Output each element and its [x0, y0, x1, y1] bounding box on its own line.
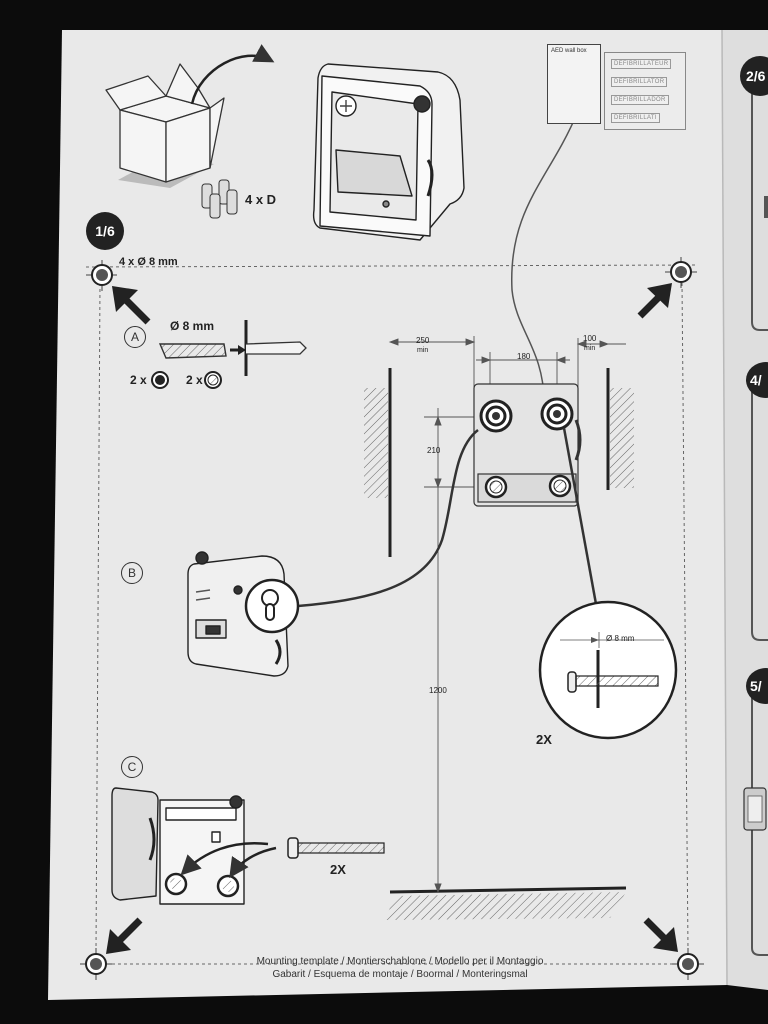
card-connector-line: [511, 117, 576, 403]
keyhole-detail-icon: [244, 578, 300, 634]
screw-c-icon: [287, 837, 385, 859]
label-4: DEFIBRILLATI: [611, 113, 660, 123]
arrow-br-icon: [643, 917, 678, 952]
arrow-bl-icon: [106, 917, 143, 954]
mount-hole-lower-right: [548, 474, 572, 498]
dim-right-clear: 100: [583, 334, 597, 343]
c-hole-left: [164, 872, 188, 896]
step-b-letter: B: [127, 566, 136, 580]
multilingual-labels: DEFIBRILLATEUR DEFIBRILLATOR DEFIBRILLAD…: [604, 52, 686, 130]
screw-detail-qty: 2X: [536, 732, 552, 747]
step-b-marker: B: [121, 562, 143, 584]
mount-hole-lower-left: [484, 475, 508, 499]
step-c-letter: C: [127, 760, 137, 774]
drill-bit-icon: [158, 320, 307, 376]
screw-arrow-right-icon: [229, 846, 277, 879]
aed-card-title: AED wall box: [551, 48, 587, 54]
corner-mark-br: [672, 948, 704, 980]
footer-line-2: Gabarit / Esquema de montaje / Boormal /…: [272, 969, 528, 980]
mount-hole-upper-left: [479, 399, 513, 433]
leader-to-keyhole: [297, 429, 479, 608]
plug-icon: [151, 371, 169, 389]
mount-hole-upper-right: [540, 397, 574, 431]
step-badge-4: 4/: [746, 362, 768, 398]
panel-mark: [764, 196, 768, 218]
leader-to-screw-detail: [562, 427, 598, 605]
aed-wall-box-card: AED wall box: [547, 44, 601, 124]
corner-mark-tl: [86, 260, 117, 291]
dim-right-clear-unit: min: [584, 345, 596, 352]
arrow-tl-icon: [112, 286, 151, 325]
hole-spec-label: 4 x Ø 8 mm: [119, 256, 178, 268]
plug-count-1: 2 x: [130, 373, 147, 387]
step-badge-5: 5/: [746, 668, 768, 704]
floor-line: [389, 886, 627, 894]
panel-device-thumb: [743, 787, 767, 831]
step-c-qty: 2X: [330, 862, 346, 877]
step-c-marker: C: [121, 756, 143, 778]
battery-label: 4 x D: [245, 192, 277, 207]
step-badge-2-label: 2/6: [746, 68, 766, 84]
step-badge-1: 1/6: [86, 212, 124, 250]
label-2: DEFIBRILLATOR: [611, 77, 668, 87]
c-hole-right: [216, 874, 240, 898]
corner-mark-bl: [80, 948, 112, 980]
label-3: DEFIBRILLADOR: [611, 95, 669, 105]
dim-floor: 1200: [429, 686, 447, 695]
step-a-letter: A: [130, 330, 139, 344]
aed-cabinet-drawing: [312, 63, 465, 241]
dim-width: 180: [517, 352, 531, 361]
screw-detail-drawing: [538, 600, 678, 740]
step-badge-5-label: 5/: [750, 678, 762, 694]
open-box-icon: [105, 63, 225, 188]
dim-left-clear: 250: [416, 336, 430, 345]
dim-height: 210: [427, 446, 441, 455]
step-badge-2: 2/6: [740, 56, 768, 96]
drill-size-label: Ø 8 mm: [170, 319, 215, 333]
next-panel: [722, 30, 768, 990]
step-badge-1-label: 1/6: [95, 223, 115, 239]
label-1: DEFIBRILLATEUR: [611, 59, 672, 69]
step-a-marker: A: [124, 326, 146, 348]
dim-left-clear-unit: min: [417, 347, 429, 354]
screw-arrow-left-icon: [180, 842, 269, 876]
batteries-icon: [201, 179, 238, 219]
plug-hatched-icon: [204, 371, 222, 389]
arrow-tr-icon: [637, 283, 672, 319]
template-border: [82, 264, 700, 965]
footer-line-1: Mounting template / Montierschablone / M…: [256, 956, 544, 967]
step-badge-4-label: 4/: [750, 372, 762, 388]
corner-mark-tr: [665, 257, 697, 288]
screw-dia-label: Ø 8 mm: [606, 634, 635, 643]
plug-count-2: 2 x: [186, 373, 203, 387]
unpack-arrow-icon: [190, 44, 275, 105]
paper-sheet: [48, 30, 727, 1000]
